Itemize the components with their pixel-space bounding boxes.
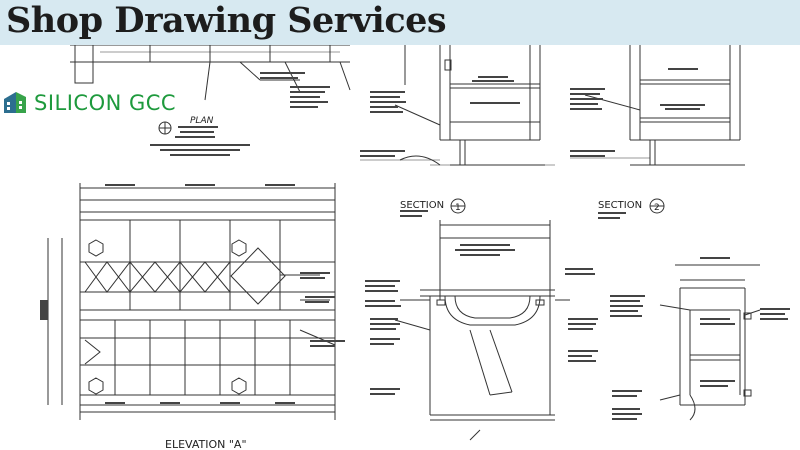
section-2-label: SECTION xyxy=(598,200,642,211)
building-icon xyxy=(4,92,26,113)
section-2-drawing xyxy=(570,45,745,214)
title-banner: Shop Drawing Services xyxy=(0,0,800,45)
section-2-number: 2 xyxy=(654,203,660,213)
sink-section-drawing xyxy=(394,220,570,441)
page-title: Shop Drawing Services xyxy=(6,0,447,41)
cabinet-section-drawing xyxy=(659,264,761,421)
company-logo: SILICON GCC xyxy=(2,89,202,117)
elevation-a-drawing xyxy=(47,183,336,420)
logo-text: SILICON GCC xyxy=(34,91,177,115)
shop-drawing: PLAN xyxy=(40,45,790,450)
plan-label: PLAN xyxy=(190,116,214,126)
section-1-number: 1 xyxy=(455,203,461,213)
section-1-drawing xyxy=(360,45,555,214)
section-1-label: SECTION xyxy=(400,200,444,211)
elevation-label: ELEVATION "A" xyxy=(165,438,247,450)
